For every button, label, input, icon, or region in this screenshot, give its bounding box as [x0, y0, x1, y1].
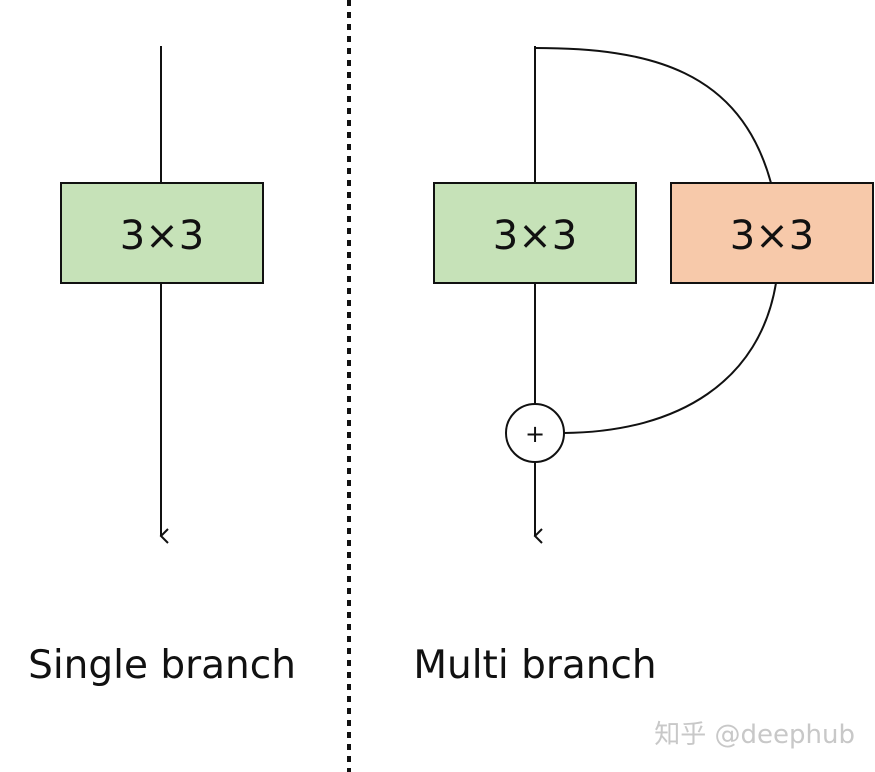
conv3x3-block-label: 3×3 [120, 213, 204, 259]
conv3x3-main-block-label: 3×3 [493, 213, 577, 259]
multi-branch-diagram: 3×3 3×3 + Multi branch [413, 46, 874, 688]
multi-branch-caption: Multi branch [413, 643, 656, 688]
branch-merge-curve [563, 282, 777, 434]
conv3x3-side-block [670, 182, 874, 284]
branch-split-curve [534, 47, 772, 184]
single-branch-caption: Single branch [28, 643, 296, 688]
watermark: 知乎 @deephub [654, 720, 855, 750]
conv3x3-main-block [433, 182, 637, 284]
single-branch-diagram: 3×3 Single branch [28, 46, 296, 688]
conv3x3-side-block-label: 3×3 [730, 213, 814, 259]
add-symbol: + [525, 420, 545, 448]
